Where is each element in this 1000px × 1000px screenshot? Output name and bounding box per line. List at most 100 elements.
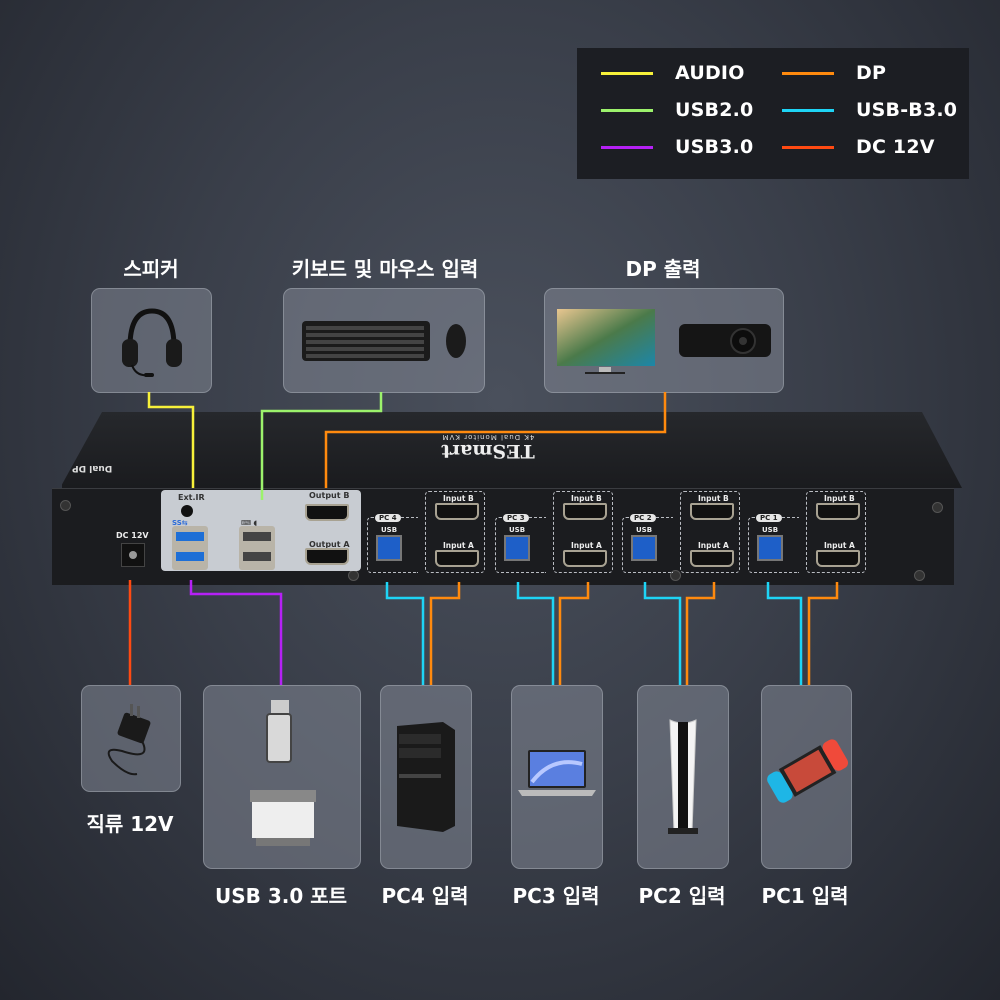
pc-tag: PC 1 <box>756 514 782 522</box>
screw-icon <box>914 570 925 581</box>
dp-line-swatch <box>782 71 834 75</box>
pc1-usb-cable <box>766 582 803 685</box>
usb-drive-printer-icon <box>250 700 316 846</box>
laptop-icon <box>518 750 596 796</box>
usb2-port-slot <box>243 552 271 561</box>
dc-caption: 직류 12V <box>86 812 174 836</box>
handheld-console-icon <box>767 739 849 803</box>
power-adapter-icon <box>107 704 151 776</box>
usb3-caption: USB 3.0 포트 <box>214 884 348 908</box>
legend-label: DP <box>856 62 887 84</box>
pc3-dp-cable <box>558 582 590 685</box>
input-b-label: Input B <box>698 494 729 503</box>
headset-icon <box>122 308 182 377</box>
monitor-projector-icon <box>557 309 771 374</box>
legend-label: AUDIO <box>675 62 745 84</box>
dc-power-port[interactable] <box>121 543 145 567</box>
dc-line-swatch <box>782 145 834 149</box>
pc4-card <box>380 685 472 869</box>
pc3-usb-cable <box>516 582 555 685</box>
usb3-port-slot <box>176 552 204 561</box>
usb2-port-pair[interactable] <box>239 526 275 570</box>
input-b-label: Input B <box>824 494 855 503</box>
usb-b3-line-swatch <box>782 108 834 112</box>
pc2-card <box>637 685 729 869</box>
dp-output-cable <box>324 392 667 488</box>
ext-ir-port[interactable] <box>181 505 193 517</box>
legend-item-dc12v: DC 12V <box>782 136 935 158</box>
output-b-label: Output B <box>309 491 350 500</box>
pc3-card <box>511 685 603 869</box>
dp-input-a-port[interactable] <box>690 550 734 567</box>
input-b-label: Input B <box>571 494 602 503</box>
pc4-caption: PC4 입력 <box>381 884 469 908</box>
legend-item-audio: AUDIO <box>601 62 745 84</box>
dp-input-a-port[interactable] <box>435 550 479 567</box>
keyboard-mouse-card <box>283 288 485 393</box>
legend-label: USB3.0 <box>675 136 754 158</box>
pc-tag: PC 2 <box>630 514 656 522</box>
dp-input-b-port[interactable] <box>690 503 734 520</box>
dc-jack-icon <box>129 551 137 559</box>
pc1-card <box>761 685 852 869</box>
pc4-dp-cable <box>429 582 461 685</box>
legend-item-usb3: USB3.0 <box>601 136 753 158</box>
dp-output-a-port[interactable] <box>305 548 349 565</box>
legend-item-usb2: USB2.0 <box>601 99 753 121</box>
speaker-caption: 스피커 <box>123 257 179 281</box>
dp-input-b-port[interactable] <box>816 503 860 520</box>
input-a-label: Input A <box>443 541 474 550</box>
usb3-port-slot <box>176 532 204 541</box>
pc4-usb-cable <box>385 582 425 685</box>
dp-input-a-port[interactable] <box>563 550 607 567</box>
pc-tag: PC 4 <box>375 514 401 522</box>
keyboard-mouse-icon <box>302 321 466 361</box>
usb3-devices-card <box>203 685 361 869</box>
output-a-label: Output A <box>309 540 350 549</box>
pc2-dp-cable <box>685 582 716 685</box>
keyboard-mouse-port-icon: ⌨ ◖ <box>241 519 258 527</box>
dp-input-b-port[interactable] <box>563 503 607 520</box>
screw-icon <box>60 500 71 511</box>
usb3-port-pair[interactable] <box>172 526 208 570</box>
legend-item-dp: DP <box>782 62 886 84</box>
usb-b-port[interactable] <box>631 535 657 561</box>
usb2-cable <box>260 392 383 500</box>
screw-icon <box>670 570 681 581</box>
group-outline <box>553 491 613 573</box>
audio-line-swatch <box>601 71 653 75</box>
legend-label: USB-B3.0 <box>856 99 958 121</box>
game-console-icon <box>668 719 698 834</box>
keyboard-mouse-caption: 키보드 및 마우스 입력 <box>291 257 479 281</box>
dp-output-b-port[interactable] <box>305 504 349 521</box>
group-outline <box>680 491 740 573</box>
input-a-label: Input A <box>698 541 729 550</box>
output-panel: Ext.IR SS⇆ ⌨ ◖ Output B Output A <box>161 490 361 571</box>
cable-legend: AUDIO USB2.0 USB3.0 DP USB-B3.0 DC 12V <box>577 48 969 179</box>
usb-b-port[interactable] <box>504 535 530 561</box>
pc2-caption: PC2 입력 <box>638 884 726 908</box>
usb2-line-swatch <box>601 108 653 112</box>
group-outline <box>425 491 485 573</box>
dp-input-a-port[interactable] <box>816 550 860 567</box>
screw-icon <box>932 502 943 513</box>
audio-cable <box>147 392 195 488</box>
dp-output-caption: DP 출력 <box>625 257 701 281</box>
usb3-line-swatch <box>601 145 653 149</box>
pc-input-group: PC 2 USB Input B Input A <box>622 491 740 573</box>
usb-b-port[interactable] <box>376 535 402 561</box>
desktop-tower-icon <box>397 722 455 832</box>
usb-b-label: USB <box>509 526 526 534</box>
usb3-logo: SS⇆ <box>172 519 188 527</box>
group-outline <box>806 491 866 573</box>
usb-b-label: USB <box>636 526 653 534</box>
usb-b-port[interactable] <box>757 535 783 561</box>
usb-b-label: USB <box>381 526 398 534</box>
pc1-caption: PC1 입력 <box>761 884 849 908</box>
usb2-port-slot <box>243 532 271 541</box>
legend-label: DC 12V <box>856 136 935 158</box>
dp-input-b-port[interactable] <box>435 503 479 520</box>
kvm-switch-top <box>62 412 962 488</box>
